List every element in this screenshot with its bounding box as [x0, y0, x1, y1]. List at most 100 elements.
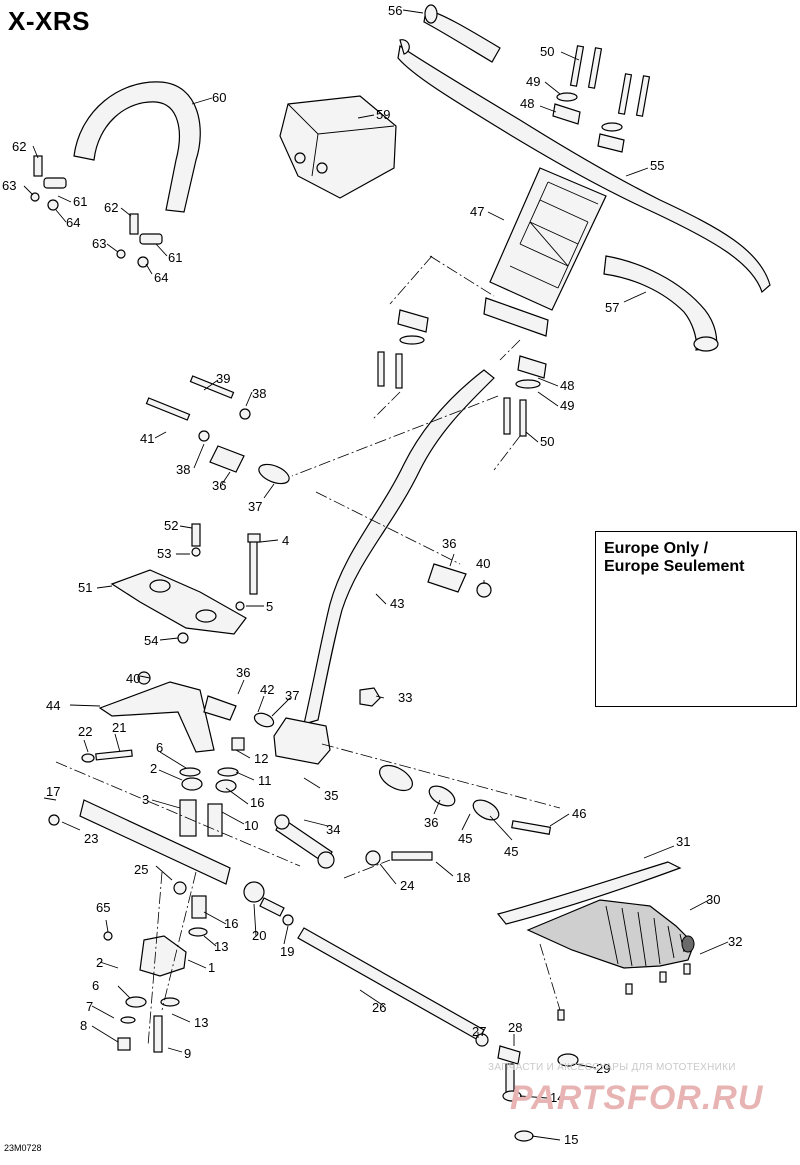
part-label-2: 2	[96, 955, 103, 970]
part-label-17: 17	[46, 784, 60, 799]
riser-clamp-left	[377, 309, 429, 389]
plate-17	[48, 799, 231, 895]
part-label-5: 5	[266, 599, 273, 614]
part-label-54: 54	[144, 633, 158, 648]
part-label-51: 51	[78, 580, 92, 595]
part-label-50: 50	[540, 44, 554, 59]
lower-left-stack	[81, 737, 245, 837]
clamp-48-top	[552, 92, 625, 153]
part-label-53: 53	[157, 546, 171, 561]
part-label-8: 8	[80, 1018, 87, 1033]
part-label-21: 21	[112, 720, 126, 735]
strap-60	[73, 81, 201, 213]
chain-36-45	[379, 764, 552, 835]
part-label-37: 37	[285, 688, 299, 703]
part-label-64: 64	[154, 270, 168, 285]
part-label-18: 18	[456, 870, 470, 885]
part-label-12: 12	[254, 751, 268, 766]
part-label-62: 62	[12, 139, 26, 154]
part-label-38: 38	[176, 462, 190, 477]
part-label-50: 50	[540, 434, 554, 449]
bolts-39-41	[145, 375, 290, 485]
part-label-42: 42	[260, 682, 274, 697]
part-label-36: 36	[424, 815, 438, 830]
document-code: 23M0728	[4, 1143, 42, 1153]
strap-fasteners-61-64	[30, 155, 163, 268]
part-label-55: 55	[650, 158, 664, 173]
part-label-15: 15	[564, 1132, 578, 1147]
handlebar-pad-59	[279, 95, 397, 199]
part-label-13: 13	[194, 1015, 208, 1030]
part-label-26: 26	[372, 1000, 386, 1015]
part-label-3: 3	[142, 792, 149, 807]
part-label-22: 22	[78, 724, 92, 739]
part-label-29: 29	[596, 1061, 610, 1076]
bolts-50-top	[569, 45, 651, 117]
part-label-43: 43	[390, 596, 404, 611]
part-label-57: 57	[605, 300, 619, 315]
part-label-52: 52	[164, 518, 178, 533]
part-label-10: 10	[244, 818, 258, 833]
riser-clamp-right	[503, 355, 547, 437]
part-label-59: 59	[376, 107, 390, 122]
part-label-19: 19	[280, 944, 294, 959]
europe-only-label: Europe Only /	[604, 540, 709, 557]
part-label-30: 30	[706, 892, 720, 907]
part-label-36: 36	[236, 665, 250, 680]
part-label-7: 7	[86, 999, 93, 1014]
part-label-56: 56	[388, 3, 402, 18]
part-label-60: 60	[212, 90, 226, 105]
part-label-37: 37	[248, 499, 262, 514]
grip-56	[423, 4, 501, 63]
leader-lines	[23, 9, 746, 1141]
part-label-39: 39	[216, 371, 230, 386]
part-label-24: 24	[400, 878, 414, 893]
part-label-9: 9	[184, 1046, 191, 1061]
riser-47	[483, 167, 607, 337]
europe-only-callout: Europe Only / Europe Seulement	[595, 531, 797, 707]
part-label-11: 11	[258, 773, 272, 788]
part-label-41: 41	[140, 431, 154, 446]
diagram-title: X-XRS	[8, 6, 90, 36]
part-label-64: 64	[66, 215, 80, 230]
steering-column-43	[273, 369, 495, 765]
part-label-28: 28	[508, 1020, 522, 1035]
part-label-45: 45	[504, 844, 518, 859]
part-label-36: 36	[212, 478, 226, 493]
part-label-23: 23	[84, 831, 98, 846]
grip-57	[603, 255, 719, 352]
part-label-61: 61	[73, 194, 87, 209]
part-label-16: 16	[224, 916, 238, 931]
europe-seulement-label: Europe Seulement	[604, 558, 745, 575]
part-label-6: 6	[92, 978, 99, 993]
handlebar	[397, 39, 771, 294]
part-label-14: 14	[550, 1090, 564, 1105]
part-label-13: 13	[214, 939, 228, 954]
part-labels: 56 50 49 48 55 60 59 62 63 61 64 62 63 6…	[2, 3, 762, 1147]
part-label-36: 36	[442, 536, 456, 551]
part-label-46: 46	[572, 806, 586, 821]
boot-30	[526, 899, 695, 969]
part-label-20: 20	[252, 928, 266, 943]
part-label-63: 63	[2, 178, 16, 193]
part-label-25: 25	[134, 862, 148, 877]
watermark-caption: ЗАПЧАСТИ И АКСЕССУАРЫ ДЛЯ МОТОТЕХНИКИ	[488, 1062, 736, 1073]
part-label-1: 1	[208, 960, 215, 975]
part-label-16: 16	[250, 795, 264, 810]
part-label-6: 6	[156, 740, 163, 755]
part-label-32: 32	[728, 934, 742, 949]
part-label-48: 48	[560, 378, 574, 393]
part-label-49: 49	[560, 398, 574, 413]
part-label-2: 2	[150, 761, 157, 776]
screws-32	[557, 963, 691, 1021]
part-label-61: 61	[168, 250, 182, 265]
tie-rod-26	[243, 881, 579, 1142]
bracket-51	[110, 523, 247, 644]
bushing-40-36	[427, 563, 492, 598]
bolt-4	[235, 533, 261, 611]
part-label-34: 34	[326, 822, 340, 837]
part-label-63: 63	[92, 236, 106, 251]
part-label-45: 45	[458, 831, 472, 846]
part-label-33: 33	[398, 690, 412, 705]
